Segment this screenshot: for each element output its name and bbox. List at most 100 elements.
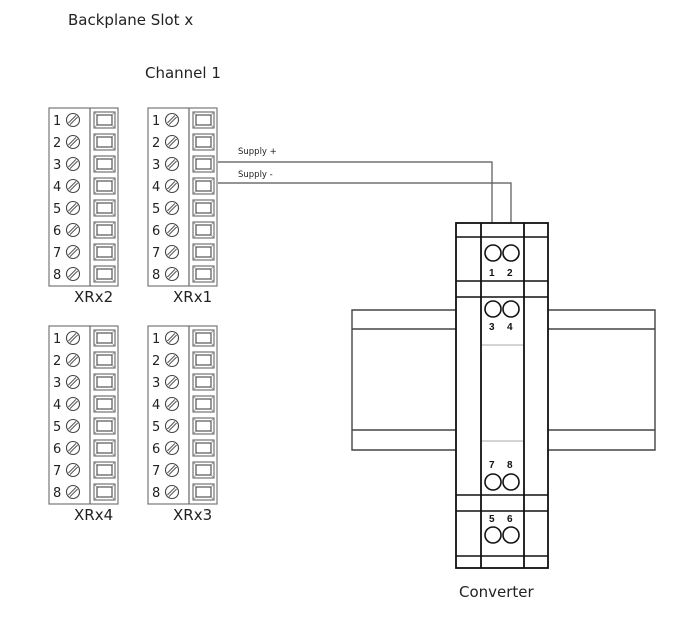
pin-number: 2 xyxy=(53,354,61,369)
pin-number: 7 xyxy=(152,246,160,261)
terminal-block-label: XRx4 xyxy=(74,506,113,524)
pin-number: 6 xyxy=(53,224,61,239)
screw-icon xyxy=(164,134,180,150)
pin-number: 7 xyxy=(53,464,61,479)
terminal-pin: 4 xyxy=(53,395,116,413)
terminal-pin: 8 xyxy=(53,483,116,501)
pin-number: 1 xyxy=(152,332,160,347)
wire-supply-plus: Supply + xyxy=(218,147,493,253)
terminal-block-label: XRx2 xyxy=(74,288,113,306)
screw-icon xyxy=(65,462,81,478)
pin-number: 5 xyxy=(53,420,61,435)
wire-label-supply-plus: Supply + xyxy=(238,147,277,157)
screw-icon xyxy=(65,266,81,282)
screw-icon xyxy=(164,112,180,128)
converter-terminal-6 xyxy=(502,526,520,544)
terminal-pin: 6 xyxy=(152,221,215,239)
terminal-pin: 8 xyxy=(53,265,116,283)
terminal-pin: 1 xyxy=(152,329,215,347)
converter: 1 2 3 4 7 8 5 6 xyxy=(455,222,549,569)
terminal-pin: 1 xyxy=(152,111,215,129)
pin-number: 5 xyxy=(53,202,61,217)
converter-terminal-3-label: 3 xyxy=(489,322,495,333)
converter-terminal-2 xyxy=(502,244,520,262)
screw-icon xyxy=(164,374,180,390)
screw-icon xyxy=(65,244,81,260)
converter-terminal-4 xyxy=(502,300,520,318)
pin-number: 3 xyxy=(152,158,160,173)
screw-icon xyxy=(65,418,81,434)
screw-icon xyxy=(65,134,81,150)
pin-number: 8 xyxy=(152,268,160,283)
pin-number: 2 xyxy=(152,354,160,369)
screw-icon xyxy=(65,484,81,500)
converter-terminal-8 xyxy=(502,473,520,491)
screw-icon xyxy=(164,244,180,260)
terminal-pin: 4 xyxy=(152,395,215,413)
pin-number: 4 xyxy=(152,180,160,195)
pin-number: 8 xyxy=(53,486,61,501)
terminal-block-label: XRx3 xyxy=(173,506,212,524)
terminal-pin: 2 xyxy=(152,351,215,369)
pin-number: 6 xyxy=(152,442,160,457)
terminal-pin: 3 xyxy=(152,373,215,391)
terminal-pin: 2 xyxy=(152,133,215,151)
screw-icon xyxy=(164,200,180,216)
screw-icon xyxy=(164,418,180,434)
pin-number: 1 xyxy=(152,114,160,129)
pin-number: 2 xyxy=(53,136,61,151)
pin-number: 2 xyxy=(152,136,160,151)
converter-terminal-2-label: 2 xyxy=(507,268,513,279)
terminal-pin: 6 xyxy=(53,439,116,457)
pin-number: 4 xyxy=(53,180,61,195)
screw-icon xyxy=(65,396,81,412)
terminal-pin: 6 xyxy=(53,221,116,239)
converter-terminal-7-label: 7 xyxy=(489,460,495,471)
screw-icon xyxy=(65,440,81,456)
pin-number: 4 xyxy=(53,398,61,413)
screw-icon xyxy=(164,178,180,194)
screw-icon xyxy=(65,374,81,390)
screw-icon xyxy=(164,462,180,478)
terminal-pin: 8 xyxy=(152,483,215,501)
pin-number: 6 xyxy=(152,224,160,239)
screw-icon xyxy=(164,484,180,500)
terminal-pin: 3 xyxy=(53,373,116,391)
terminal-pin: 7 xyxy=(53,243,116,261)
channel-label: Channel 1 xyxy=(145,64,221,82)
screw-icon xyxy=(164,156,180,172)
pin-number: 1 xyxy=(53,114,61,129)
terminal-pin: 6 xyxy=(152,439,215,457)
screw-icon xyxy=(65,156,81,172)
terminal-pin: 7 xyxy=(152,461,215,479)
converter-terminal-5 xyxy=(484,526,502,544)
screw-icon xyxy=(65,330,81,346)
terminal-pin: 1 xyxy=(53,329,116,347)
backplane-title: Backplane Slot x xyxy=(68,11,193,29)
converter-terminal-1 xyxy=(484,244,502,262)
converter-terminal-5-label: 5 xyxy=(489,514,495,525)
terminal-pin: 5 xyxy=(152,417,215,435)
terminal-pin: 8 xyxy=(152,265,215,283)
screw-icon xyxy=(65,178,81,194)
screw-icon xyxy=(164,222,180,238)
converter-terminal-1-label: 1 xyxy=(489,268,495,279)
pin-number: 3 xyxy=(53,158,61,173)
terminal-pin: 1 xyxy=(53,111,116,129)
terminal-pin: 4 xyxy=(53,177,116,195)
terminal-pin: 3 xyxy=(53,155,116,173)
screw-icon xyxy=(164,396,180,412)
terminal-pin: 5 xyxy=(152,199,215,217)
screw-icon xyxy=(164,266,180,282)
screw-icon xyxy=(65,112,81,128)
terminal-pin: 5 xyxy=(53,417,116,435)
screw-icon xyxy=(65,352,81,368)
pin-number: 6 xyxy=(53,442,61,457)
converter-terminal-6-label: 6 xyxy=(507,514,513,525)
screw-icon xyxy=(164,330,180,346)
wire-label-supply-minus: Supply - xyxy=(238,170,273,180)
